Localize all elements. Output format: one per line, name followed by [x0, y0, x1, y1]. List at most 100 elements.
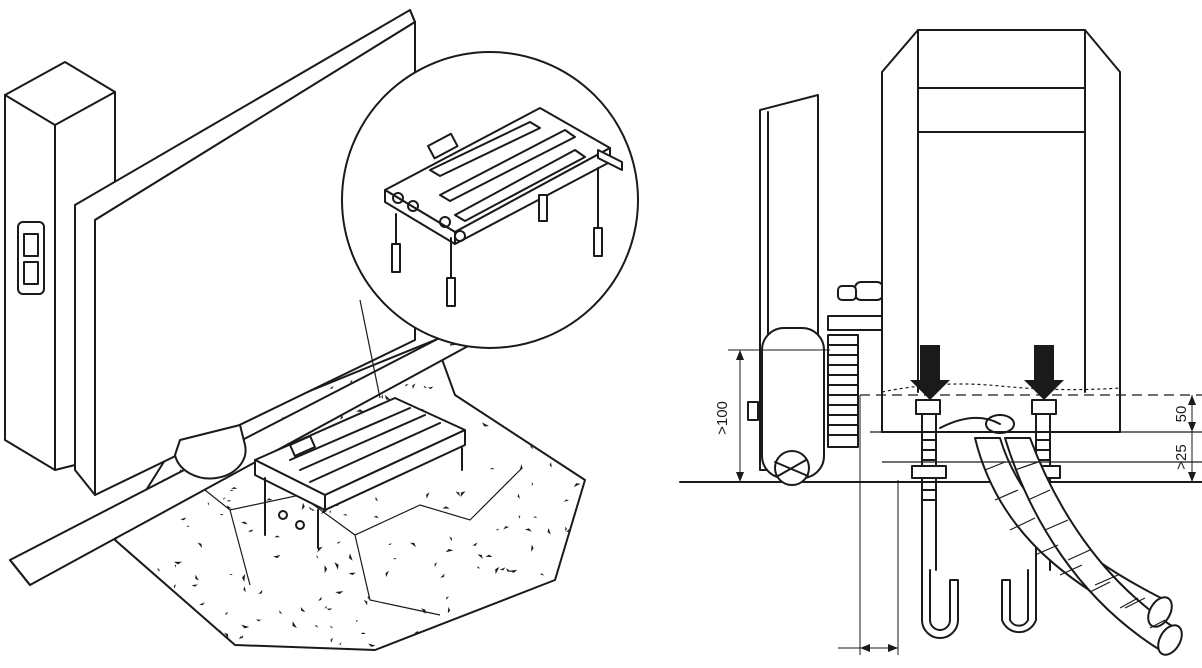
aggregate-speck — [445, 548, 454, 553]
aggregate-speck — [410, 542, 416, 548]
aggregate-speck — [447, 606, 451, 614]
aggregate-speck — [258, 589, 263, 595]
aggregate-speck — [503, 526, 510, 530]
cable-conduits — [974, 437, 1183, 656]
guide-wheel — [761, 327, 825, 486]
aggregate-speck — [207, 502, 210, 506]
aggregate-speck — [321, 510, 328, 515]
aggregate-speck — [310, 508, 315, 511]
aggregate-speck — [490, 467, 495, 470]
aggregate-speck — [348, 553, 353, 561]
aggregate-speck — [381, 394, 383, 400]
aggregate-speck — [326, 608, 333, 611]
aggregate-speck — [180, 517, 187, 521]
aggregate-speck — [485, 554, 493, 558]
callout-line — [359, 299, 381, 399]
aggregate-speck — [316, 555, 319, 559]
fixing-arrows — [910, 345, 1064, 400]
aggregate-speck — [424, 340, 429, 342]
aggregate-speck — [549, 462, 552, 468]
aggregate-speck — [157, 567, 161, 572]
aggregate-speck — [574, 449, 580, 455]
aggregate-speck — [324, 565, 328, 574]
base-plate — [254, 397, 466, 549]
aggregate-speck — [339, 642, 342, 646]
aggregate-speck — [229, 573, 233, 576]
aggregate-speck — [240, 635, 243, 639]
aggregate-speck — [538, 588, 545, 591]
aggregate-speck — [564, 499, 570, 502]
aggregate-speck — [571, 395, 575, 397]
aggregate-speck — [499, 567, 506, 571]
aggregate-speck — [477, 554, 483, 559]
aggregate-speck — [231, 486, 238, 489]
aggregate-speck — [330, 637, 333, 643]
aggregate-speck — [348, 572, 356, 576]
aggregate-speck — [530, 445, 533, 450]
aggregate-speck — [495, 566, 500, 575]
aggregate-speck — [368, 643, 376, 647]
aggregate-speck — [255, 619, 262, 622]
aggregate-speck — [404, 384, 409, 387]
aggregate-speck — [242, 573, 246, 583]
aggregate-speck — [559, 574, 565, 577]
aggregate-speck — [229, 489, 234, 492]
aggregate-speck — [301, 502, 305, 511]
aggregate-speck — [115, 489, 116, 492]
aggregate-speck — [511, 349, 520, 354]
magnified-detail — [341, 51, 639, 349]
aggregate-speck — [173, 584, 177, 589]
aggregate-speck — [318, 596, 322, 601]
aggregate-speck — [384, 394, 391, 401]
aggregate-speck — [314, 625, 319, 628]
aggregate-speck — [195, 574, 199, 581]
aggregate-speck — [533, 516, 538, 518]
aggregate-speck — [222, 497, 226, 500]
photocell — [17, 221, 45, 295]
aggregate-speck — [528, 629, 532, 638]
aggregate-speck — [149, 613, 154, 615]
aggregate-speck — [273, 555, 281, 559]
aggregate-speck — [367, 595, 369, 600]
aggregate-speck — [449, 536, 452, 542]
aggregate-speck — [567, 616, 571, 620]
aggregate-speck — [197, 542, 202, 549]
aggregate-speck — [500, 414, 503, 418]
aggregate-speck — [334, 562, 339, 570]
aggregate-speck — [375, 496, 379, 502]
aggregate-speck — [569, 586, 572, 591]
aggregate-speck — [219, 513, 224, 516]
aggregate-speck — [414, 631, 421, 634]
aggregate-speck — [472, 542, 478, 546]
aggregate-speck — [342, 513, 348, 516]
aggregate-speck — [426, 492, 430, 499]
aggregate-speck — [541, 399, 546, 406]
aggregate-speck — [442, 506, 450, 509]
aggregate-speck — [562, 368, 569, 373]
aggregate-speck — [355, 620, 359, 623]
aggregate-speck — [324, 605, 327, 609]
aggregate-speck — [550, 602, 555, 609]
aggregate-speck — [476, 566, 481, 569]
aggregate-speck — [506, 568, 512, 572]
aggregate-speck — [373, 515, 379, 519]
aggregate-speck — [191, 584, 198, 587]
aggregate-speck — [241, 624, 250, 629]
aggregate-speck — [569, 428, 574, 431]
aggregate-speck — [243, 586, 246, 593]
aggregate-speck — [559, 438, 565, 443]
aggregate-speck — [445, 596, 450, 600]
dimension-gear-height: >100 — [714, 349, 830, 482]
aggregate-speck — [481, 422, 490, 427]
aggregate-speck — [205, 628, 214, 631]
aggregate-speck — [252, 649, 256, 650]
aggregate-speck — [423, 385, 428, 388]
aggregate-speck — [580, 471, 585, 477]
aggregate-speck — [509, 569, 518, 573]
aggregate-speck — [226, 505, 232, 509]
dimension-label-base-clearance: >25 — [1173, 444, 1190, 469]
aggregate-speck — [455, 389, 463, 393]
aggregate-speck — [565, 526, 567, 532]
